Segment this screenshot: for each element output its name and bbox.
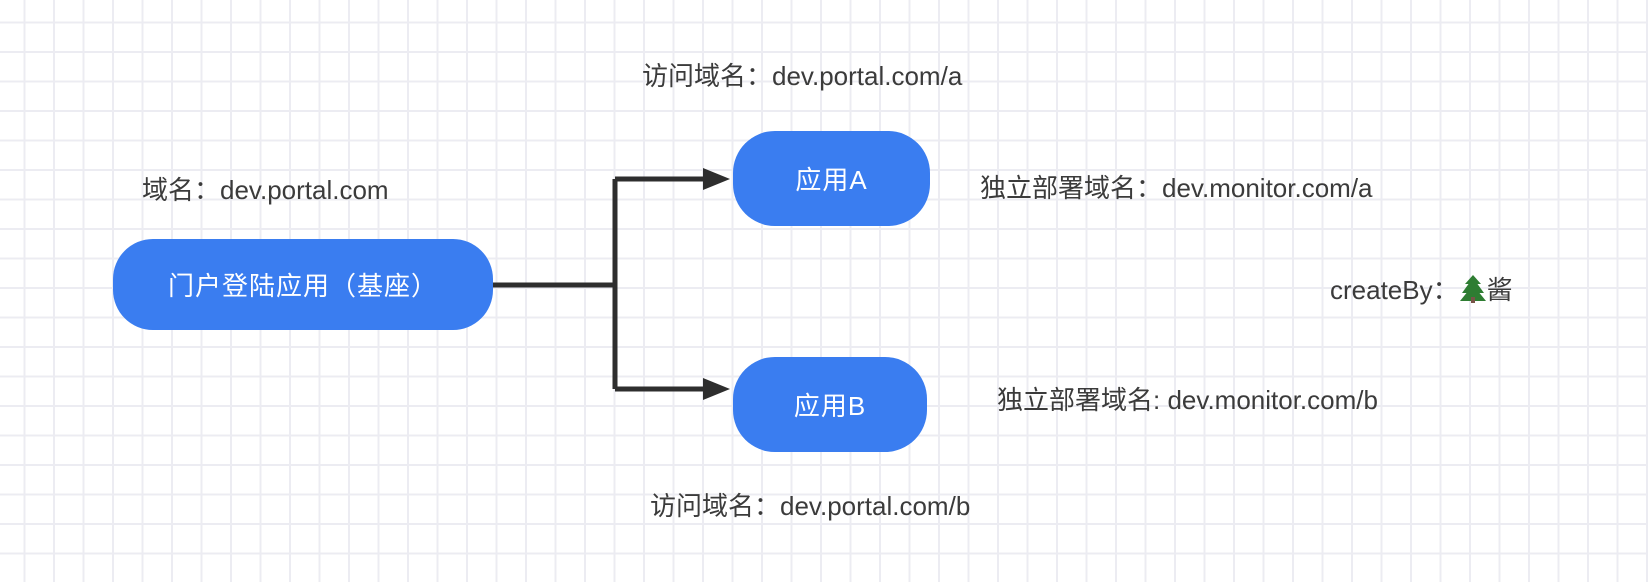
node-portal-base[interactable]: 门户登陆应用（基座） [113, 239, 493, 330]
arrowhead-b-icon [703, 378, 730, 400]
label-deploy-domain-a: 独立部署域名：dev.monitor.com/a [980, 173, 1373, 203]
label-create-by: createBy： 酱 [1330, 274, 1513, 306]
node-app-a-label: 应用A [795, 165, 868, 195]
evergreen-tree-icon [1459, 275, 1486, 303]
create-by-prefix: createBy： [1330, 275, 1459, 305]
create-by-suffix: 酱 [1486, 275, 1513, 305]
connector-path [493, 176, 703, 392]
label-deploy-domain-b: 独立部署域名: dev.monitor.com/b [997, 385, 1378, 415]
arrowhead-a-icon [703, 168, 730, 190]
label-access-domain-a: 访问域名：dev.portal.com/a [642, 61, 963, 91]
node-app-b-label: 应用B [793, 391, 867, 421]
node-app-b[interactable]: 应用B [733, 357, 927, 452]
label-base-domain: 域名：dev.portal.com [142, 175, 389, 205]
node-portal-base-label: 门户登陆应用（基座） [167, 271, 438, 301]
label-access-domain-b: 访问域名：dev.portal.com/b [650, 491, 971, 521]
node-app-a[interactable]: 应用A [733, 131, 930, 226]
